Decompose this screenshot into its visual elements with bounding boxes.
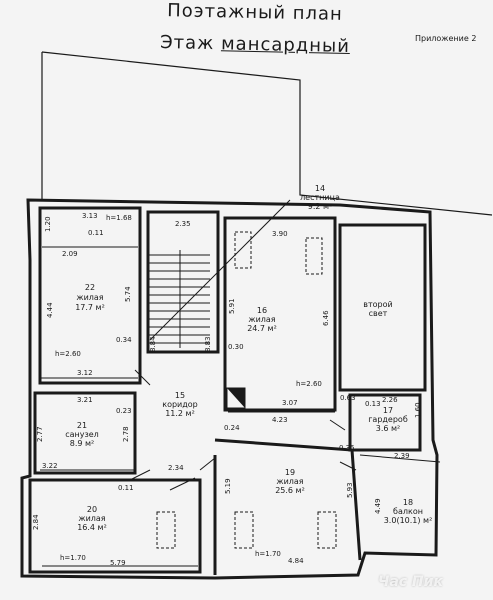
room-19-number: 19: [285, 468, 295, 477]
room-21-name: санузел: [65, 430, 99, 439]
door-swing-6: [329, 419, 346, 431]
room-16-wall: [223, 216, 337, 412]
dim-d278: 2.78: [122, 426, 130, 442]
dim-d226: 2.26: [382, 396, 398, 404]
dim-d284: 2.84: [32, 514, 40, 530]
dim-d313: 3.13: [82, 212, 98, 220]
dim-h170b: h=1.70: [255, 550, 281, 558]
room-22-name: жилая: [76, 293, 103, 302]
appendix-label: Приложение 2: [415, 34, 477, 43]
room-15-name: коридор: [162, 400, 198, 409]
room-18-number: 18: [403, 498, 413, 507]
room-16-area: 24.7 м²: [247, 324, 277, 333]
dim-d013: 0.13: [365, 400, 381, 408]
dim-d011a: 0.11: [88, 229, 104, 237]
dim-d321: 3.21: [77, 396, 93, 404]
dim-h260a: h=2.60: [55, 350, 81, 358]
door-swing-2: [199, 457, 216, 471]
dim-d423: 4.23: [272, 416, 288, 424]
dim-d063: 0.63: [340, 394, 356, 402]
dim-d574: 5.74: [124, 286, 132, 302]
room-20-name: жилая: [78, 514, 105, 523]
dim-d239: 2.39: [394, 452, 410, 460]
dim-d884: 8.84: [149, 336, 157, 352]
dim-d883: 8.83: [204, 336, 212, 352]
stair-marker: [227, 388, 245, 408]
dim-d519: 5.19: [224, 478, 232, 494]
second-light-line1: второй: [363, 300, 392, 309]
door-swing-5: [339, 461, 357, 471]
stair-marker-box: [226, 387, 246, 409]
door-swing-3: [129, 469, 151, 481]
dim-d307: 3.07: [282, 399, 298, 407]
room-15-number: 15: [175, 391, 185, 400]
room-17-name: гардероб: [368, 415, 408, 424]
second-light-line2: свет: [369, 309, 388, 318]
dim-d120: 1.20: [44, 216, 52, 232]
dim-d035: 0.35: [339, 444, 355, 452]
room-17-wall: [348, 393, 422, 452]
room-16-number: 16: [257, 306, 267, 315]
room-18-area: 3.0(10.1) м²: [384, 516, 433, 525]
dim-d484: 4.84: [288, 557, 304, 565]
dim-h170a: h=1.70: [60, 554, 86, 562]
room-21-number: 21: [77, 421, 87, 430]
door-swing-1: [134, 369, 151, 386]
watermark: Час Пик: [378, 574, 443, 590]
room-20-wall: [28, 478, 202, 574]
dim-d024: 0.24: [224, 424, 240, 432]
room-14-area: 9.2 м²: [308, 202, 333, 211]
room-17-number: 17: [383, 406, 393, 415]
dim-d023: 0.23: [116, 407, 132, 415]
room-19-wall: [214, 438, 362, 561]
dim-d322: 3.22: [42, 462, 58, 470]
dim-d209: 2.09: [62, 250, 78, 258]
room-21-area: 8.9 м²: [70, 439, 95, 448]
stair-steps: [148, 199, 291, 348]
dim-d312: 3.12: [77, 369, 93, 377]
site-outline: [41, 51, 493, 216]
room-21-wall: [33, 391, 137, 475]
room-22-area: 17.7 м²: [75, 303, 105, 312]
dim-d646: 6.46: [322, 310, 330, 326]
outer-wall: [20, 198, 439, 580]
balcony-rail: [359, 454, 441, 463]
dim-d444: 4.44: [46, 302, 54, 318]
room-14-name: лестница: [300, 193, 340, 202]
windows: [156, 231, 337, 549]
dim-d234: 2.34: [168, 464, 184, 472]
room-19-name: жилая: [276, 477, 303, 486]
room-15-area: 11.2 м²: [165, 409, 195, 418]
dim-h260b: h=2.60: [296, 380, 322, 388]
dim-d011b: 0.11: [118, 484, 134, 492]
room-22-number: 22: [85, 283, 95, 292]
dim-d449: 4.49: [374, 498, 382, 514]
dim-h168: h=1.68: [106, 214, 132, 222]
room-16-name: жилая: [248, 315, 275, 324]
dim-d235: 2.35: [175, 220, 191, 228]
door-swing-4: [169, 477, 196, 491]
dim-d390: 3.90: [272, 230, 288, 238]
room-18-name: балкон: [393, 507, 423, 516]
stair-wall: [146, 210, 220, 354]
room-14-number: 14: [315, 184, 325, 193]
dim-d160: 1.60: [414, 402, 422, 418]
room-17-area: 3.6 м²: [376, 424, 401, 433]
dim-d030: 0.30: [228, 343, 244, 351]
dim-d591: 5.91: [228, 298, 236, 314]
room-22-wall: [38, 206, 142, 385]
dim-d034: 0.34: [116, 336, 132, 344]
room-20-number: 20: [87, 505, 97, 514]
dim-d593: 5.93: [346, 482, 354, 498]
room-20-area: 16.4 м²: [77, 523, 107, 532]
second-light-wall: [338, 223, 427, 392]
dim-d579: 5.79: [110, 559, 126, 567]
room-19-area: 25.6 м²: [275, 486, 305, 495]
dim-d277: 2.77: [36, 426, 44, 442]
